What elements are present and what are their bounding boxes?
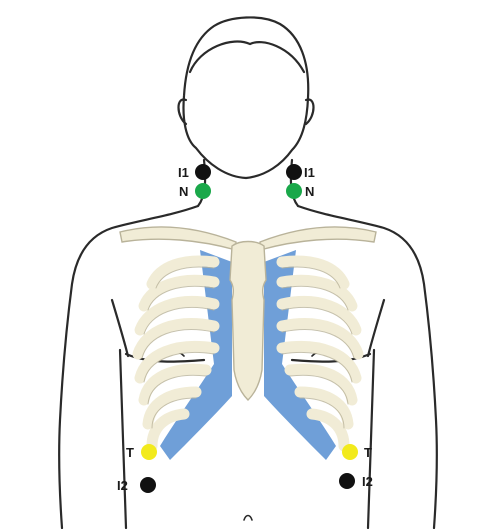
rib-cage: [138, 242, 358, 461]
electrode-i2-left-label: I2: [117, 478, 128, 493]
electrode-t-right: [342, 444, 358, 460]
right-armpit: [368, 350, 374, 528]
hair-line: [190, 42, 304, 72]
sternum: [230, 242, 266, 401]
electrode-i1-left: [195, 164, 211, 180]
electrode-i1-right-label: I1: [304, 165, 315, 180]
navel: [244, 516, 252, 521]
electrode-t-left-label: T: [126, 445, 134, 460]
electrode-i2-right: [339, 473, 355, 489]
electrode-n-right: [286, 183, 302, 199]
electrode-n-left-label: N: [179, 184, 188, 199]
electrode-i1-right: [286, 164, 302, 180]
electrode-i2-left: [140, 477, 156, 493]
electrode-n-right-label: N: [305, 184, 314, 199]
right-torso-side: [368, 300, 384, 356]
electrode-n-left: [195, 183, 211, 199]
electrode-t-left: [141, 444, 157, 460]
left-torso-side: [112, 300, 128, 356]
electrode-t-right-label: T: [364, 445, 372, 460]
left-armpit: [120, 350, 126, 528]
electrode-i1-left-label: I1: [178, 165, 189, 180]
left-clavicle: [120, 227, 236, 250]
electrode-i2-right-label: I2: [362, 474, 373, 489]
right-clavicle: [260, 227, 376, 250]
